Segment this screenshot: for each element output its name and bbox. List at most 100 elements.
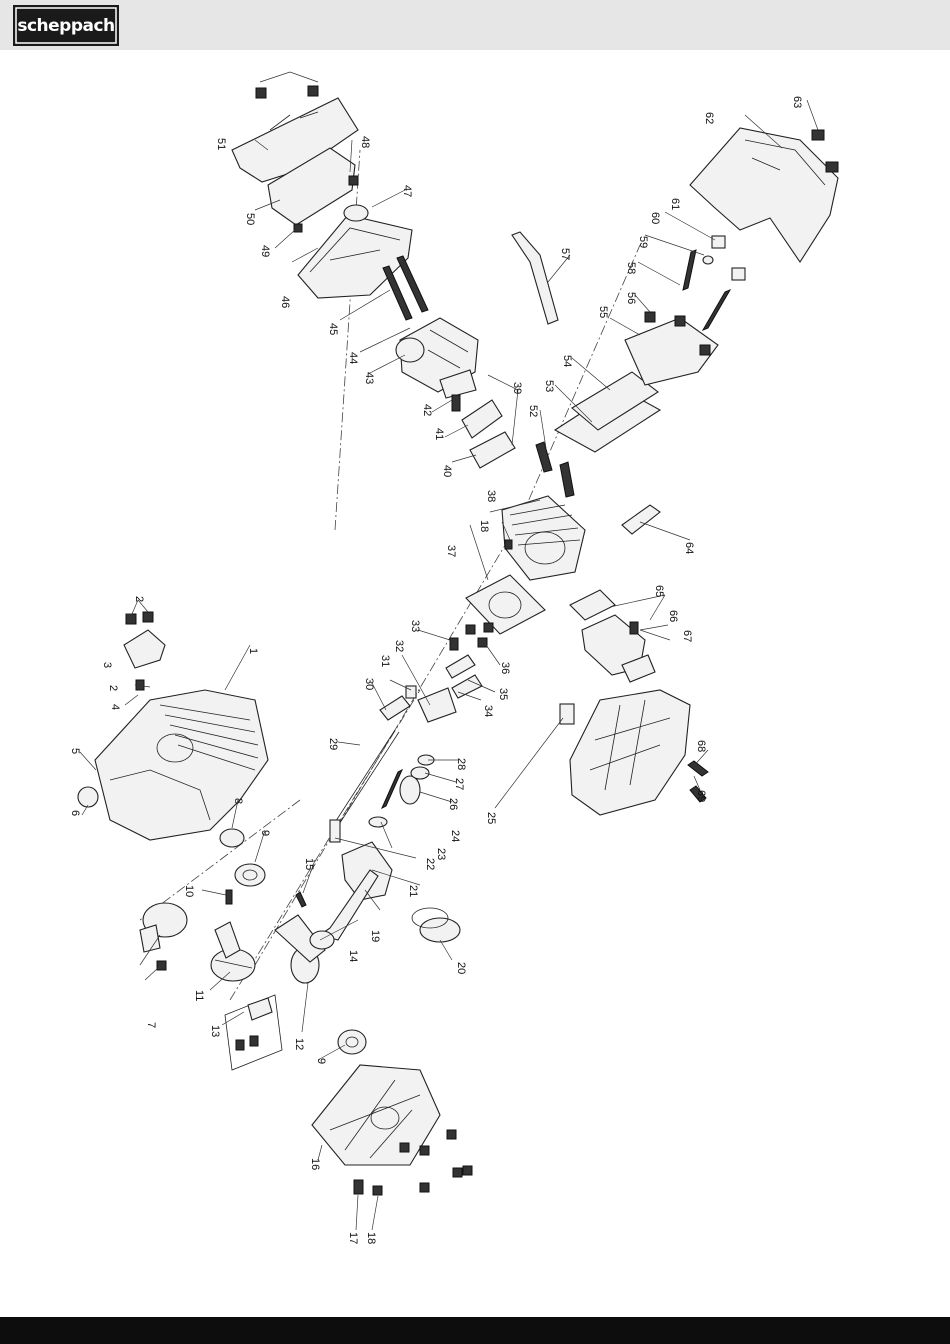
spacer-61: [712, 236, 725, 248]
label-17: 17: [347, 1232, 359, 1244]
plate-30: [380, 696, 410, 720]
label-51: 51: [215, 138, 227, 150]
label-65: 65: [653, 585, 665, 597]
label-12: 12: [293, 1038, 305, 1050]
label-11: 11: [193, 990, 205, 1001]
bolt-71: [157, 961, 166, 970]
label-62: 62: [703, 112, 715, 124]
label-54: 54: [561, 355, 573, 367]
bolt-52: [536, 442, 552, 472]
label-33: 33: [409, 620, 421, 632]
label-69: 69: [695, 790, 707, 802]
label-22: 22: [424, 858, 436, 870]
nut-36: [478, 638, 487, 647]
label-64: 64: [683, 542, 695, 554]
label-50: 50: [244, 213, 256, 225]
spark-plug: [622, 505, 660, 534]
label-55: 55: [597, 306, 609, 318]
label-9b: 9: [315, 1058, 327, 1064]
spring-26: [400, 776, 420, 804]
spacer-41: [462, 400, 502, 438]
valve-24: [382, 770, 402, 808]
label-4: 4: [109, 704, 121, 710]
label-49: 49: [259, 245, 271, 257]
label-42: 42: [421, 404, 433, 416]
crankshaft: [211, 922, 255, 981]
label-40: 40: [441, 465, 453, 477]
label-1: 1: [247, 648, 259, 654]
label-37: 37: [445, 545, 457, 557]
nut-48: [349, 176, 358, 185]
piston-ring-20: [420, 918, 460, 942]
label-19: 19: [369, 930, 381, 942]
header-bar: scheppach: [0, 0, 950, 50]
label-13: 13: [209, 1025, 221, 1037]
label-44: 44: [347, 352, 359, 364]
screw-49: [294, 224, 302, 232]
bolt-17: [354, 1180, 363, 1194]
label-34: 34: [482, 705, 494, 717]
spacer-40: [470, 432, 515, 468]
ignition-coil: [124, 630, 165, 668]
camshaft: [275, 915, 325, 983]
label-9a: 9: [259, 830, 271, 836]
label-24: 24: [449, 830, 461, 842]
label-32: 32: [393, 640, 405, 652]
label-66: 66: [667, 610, 679, 622]
label-48: 48: [359, 136, 371, 148]
bolt-67: [630, 622, 638, 634]
label-41: 41: [433, 428, 445, 440]
label-6: 6: [69, 810, 81, 816]
bearing-9: [235, 864, 265, 886]
label-16: 16: [309, 1158, 321, 1170]
label-43: 43: [363, 372, 375, 384]
scheppach-logo: scheppach: [13, 5, 119, 46]
footer-bar: [0, 1317, 950, 1344]
label-20: 20: [455, 962, 467, 974]
part-number-labels: 1 2 2 3 4 5 6 7 8 9 9 10 11 12 13 14 15 …: [69, 96, 803, 1244]
pin-10: [226, 890, 232, 904]
label-53: 53: [543, 380, 555, 392]
label-10: 10: [183, 885, 195, 897]
bearing-9-lower: [338, 1030, 366, 1054]
label-63: 63: [791, 96, 803, 108]
label-60: 60: [649, 212, 661, 224]
exploded-parts-diagram: 1 2 2 3 4 5 6 7 8 9 9 10 11 12 13 14 15 …: [0, 50, 950, 1317]
muffler: [570, 690, 690, 815]
label-45: 45: [327, 323, 339, 335]
key-15: [296, 892, 306, 907]
label-56: 56: [625, 292, 637, 304]
oil-dipstick-cap-6: [78, 787, 98, 807]
guide-31: [406, 686, 416, 698]
label-31: 31: [379, 655, 391, 667]
label-39: 39: [511, 382, 523, 394]
label-57: 57: [559, 248, 571, 260]
label-47: 47: [401, 185, 413, 197]
spring-27: [411, 767, 429, 779]
rocker-arm-35: [452, 675, 482, 698]
oil-seal-8: [220, 829, 244, 847]
sleeve-25: [560, 704, 574, 724]
logo-text: scheppach: [17, 16, 114, 36]
label-58: 58: [625, 262, 637, 274]
label-14: 14: [347, 950, 359, 962]
label-67: 67: [681, 630, 693, 642]
label-15: 15: [303, 858, 315, 870]
label-21: 21: [407, 885, 419, 897]
bolt-42: [452, 395, 460, 411]
label-52: 52: [527, 405, 539, 417]
label-29: 29: [327, 738, 339, 750]
label-68: 68: [695, 740, 707, 752]
gasket-65: [570, 590, 615, 620]
label-61: 61: [669, 198, 681, 210]
label-8: 8: [232, 798, 244, 804]
washer-59: [703, 256, 713, 264]
crankcase-cylinder: [95, 690, 268, 840]
label-26: 26: [447, 798, 459, 810]
dowel-18: [505, 540, 512, 549]
label-7: 7: [145, 1022, 157, 1028]
label-35: 35: [497, 688, 509, 700]
starter-cup: [140, 903, 187, 952]
label-38: 38: [485, 490, 497, 502]
bolt-63: [812, 130, 824, 140]
